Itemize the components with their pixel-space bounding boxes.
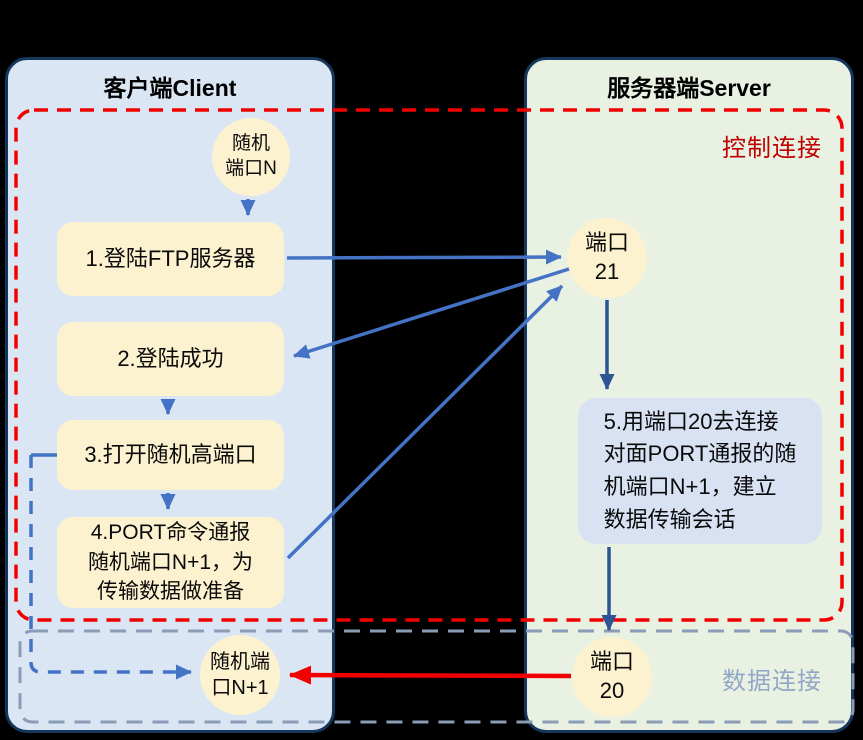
step4-label: 4.PORT命令通报 随机端口N+1，为 传输数据做准备 bbox=[87, 521, 254, 604]
node-port-20: 端口 20 bbox=[572, 637, 652, 717]
step5-server-connect-box: 5.用端口20去连接 对面PORT通报的随 机端口N+1，建立 数据传输会话 bbox=[578, 398, 822, 544]
node-port-20-label: 端口 20 bbox=[589, 649, 634, 703]
data-connection-label: 数据连接 bbox=[722, 668, 822, 695]
step4-port-command-box: 4.PORT命令通报 随机端口N+1，为 传输数据做准备 bbox=[57, 517, 284, 608]
step1-login-ftp-box: 1.登陆FTP服务器 bbox=[57, 222, 284, 296]
step3-open-high-port-box: 3.打开随机高端口 bbox=[57, 420, 284, 490]
client-panel-title: 客户端Client bbox=[103, 75, 237, 101]
node-random-port-n: 随机 端口N bbox=[212, 118, 290, 196]
step1-label: 1.登陆FTP服务器 bbox=[85, 246, 256, 272]
step2-label: 2.登陆成功 bbox=[117, 346, 224, 372]
server-panel-title: 服务器端Server bbox=[607, 75, 771, 101]
node-random-port-n-label: 随机 端口N bbox=[225, 133, 277, 179]
step2-login-success-box: 2.登陆成功 bbox=[57, 322, 284, 396]
control-connection-label: 控制连接 bbox=[722, 135, 822, 162]
node-port-21-label: 端口 21 bbox=[584, 230, 629, 284]
node-random-port-n-plus-1: 随机端 口N+1 bbox=[200, 635, 280, 715]
node-random-port-n-plus-1-label: 随机端 口N+1 bbox=[210, 651, 270, 699]
step3-label: 3.打开随机高端口 bbox=[84, 442, 257, 468]
node-port-21: 端口 21 bbox=[567, 218, 647, 298]
step5-label: 5.用端口20去连接 对面PORT通报的随 机端口N+1，建立 数据传输会话 bbox=[603, 408, 797, 532]
